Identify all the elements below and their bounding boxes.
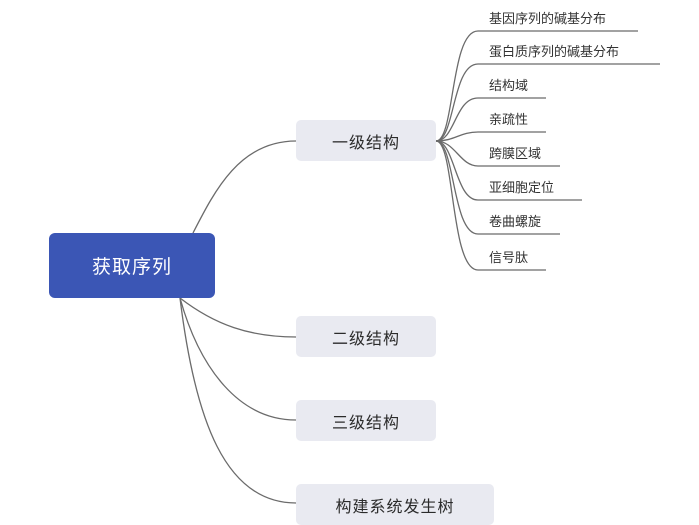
root-node-get-sequence[interactable]: 获取序列 (49, 233, 215, 298)
branch-label: 构建系统发生树 (335, 496, 455, 516)
branch-secondary-structure[interactable]: 二级结构 (296, 316, 436, 357)
connector-leaf-5 (435, 140, 560, 167)
connector-root-to-level3 (179, 297, 297, 421)
connector-leaf-6 (435, 140, 582, 201)
branch-label: 二级结构 (331, 328, 400, 348)
leaf-protein-base-distribution[interactable]: 蛋白质序列的碱基分布 (489, 45, 620, 60)
branch-label: 三级结构 (331, 412, 400, 432)
leaf-domain[interactable]: 结构域 (489, 79, 529, 94)
leaf-gene-base-distribution[interactable]: 基因序列的碱基分布 (489, 12, 607, 27)
connector-root-to-level1 (192, 140, 297, 234)
branch-tertiary-structure[interactable]: 三级结构 (296, 400, 436, 441)
connector-leaf-2 (435, 63, 660, 142)
connector-root-to-level2 (179, 297, 297, 338)
connector-leaf-3 (435, 97, 546, 142)
connector-leaf-8 (435, 140, 546, 271)
root-label: 获取序列 (91, 256, 172, 278)
branch-build-phylogenetic-tree[interactable]: 构建系统发生树 (296, 484, 494, 525)
leaf-transmembrane-region[interactable]: 跨膜区域 (489, 147, 542, 162)
connector-leaf-1 (435, 30, 638, 142)
connector-root-to-phylo (179, 297, 297, 504)
leaf-coiled-coil[interactable]: 卷曲螺旋 (489, 215, 542, 230)
branch-primary-structure[interactable]: 一级结构 (296, 120, 436, 161)
leaf-subcellular-localization[interactable]: 亚细胞定位 (489, 181, 555, 196)
leaf-signal-peptide[interactable]: 信号肽 (489, 251, 529, 266)
connector-leaf-4 (435, 131, 546, 142)
branch-label: 一级结构 (331, 132, 400, 152)
leaf-hydrophobicity[interactable]: 亲疏性 (489, 113, 529, 128)
